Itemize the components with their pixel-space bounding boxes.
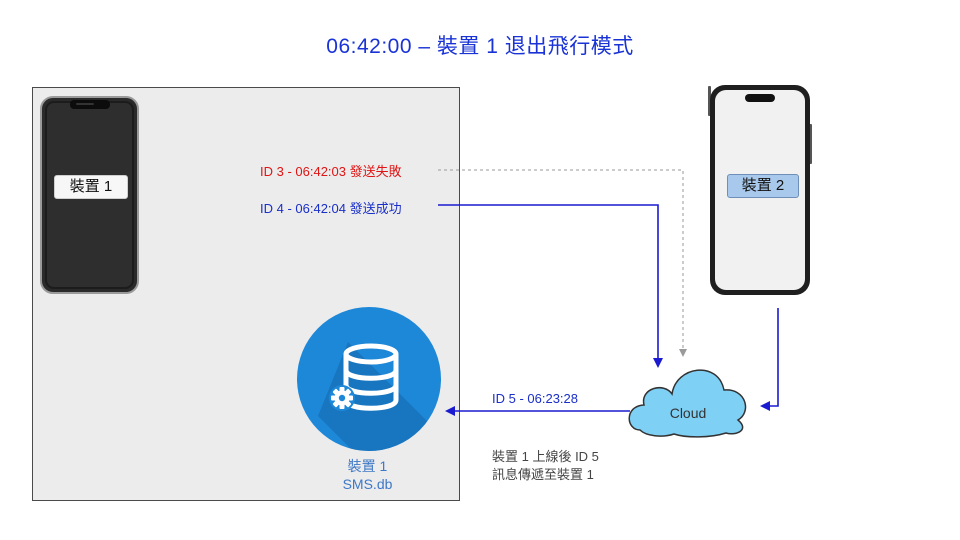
device2-label: 裝置 2 bbox=[727, 174, 799, 198]
sent-message-label: ID 4 - 06:42:04 發送成功 bbox=[260, 201, 402, 216]
database-owner: 裝置 1 bbox=[347, 458, 388, 474]
cloud-icon bbox=[628, 369, 747, 438]
delivered-message-label: ID 5 - 06:23:28 bbox=[492, 391, 578, 406]
sent-message-connector bbox=[438, 204, 663, 368]
failed-message-connector bbox=[438, 169, 687, 357]
database-name: SMS.db bbox=[342, 476, 393, 492]
device1-label: 裝置 1 bbox=[54, 175, 128, 199]
database-gear-icon bbox=[297, 307, 441, 451]
delivery-note-line1: 裝置 1 上線後 ID 5 bbox=[492, 449, 599, 464]
failed-message-label: ID 3 - 06:42:03 發送失敗 bbox=[260, 164, 402, 179]
device2-to-cloud-connector bbox=[760, 308, 779, 411]
cloud-label: Cloud bbox=[669, 405, 707, 421]
database-label: 裝置 1 SMS.db bbox=[300, 457, 435, 493]
diagram-title: 06:42:00 – 裝置 1 退出飛行模式 bbox=[326, 35, 634, 58]
delivery-note-line2: 訊息傳遞至裝置 1 bbox=[492, 467, 594, 482]
